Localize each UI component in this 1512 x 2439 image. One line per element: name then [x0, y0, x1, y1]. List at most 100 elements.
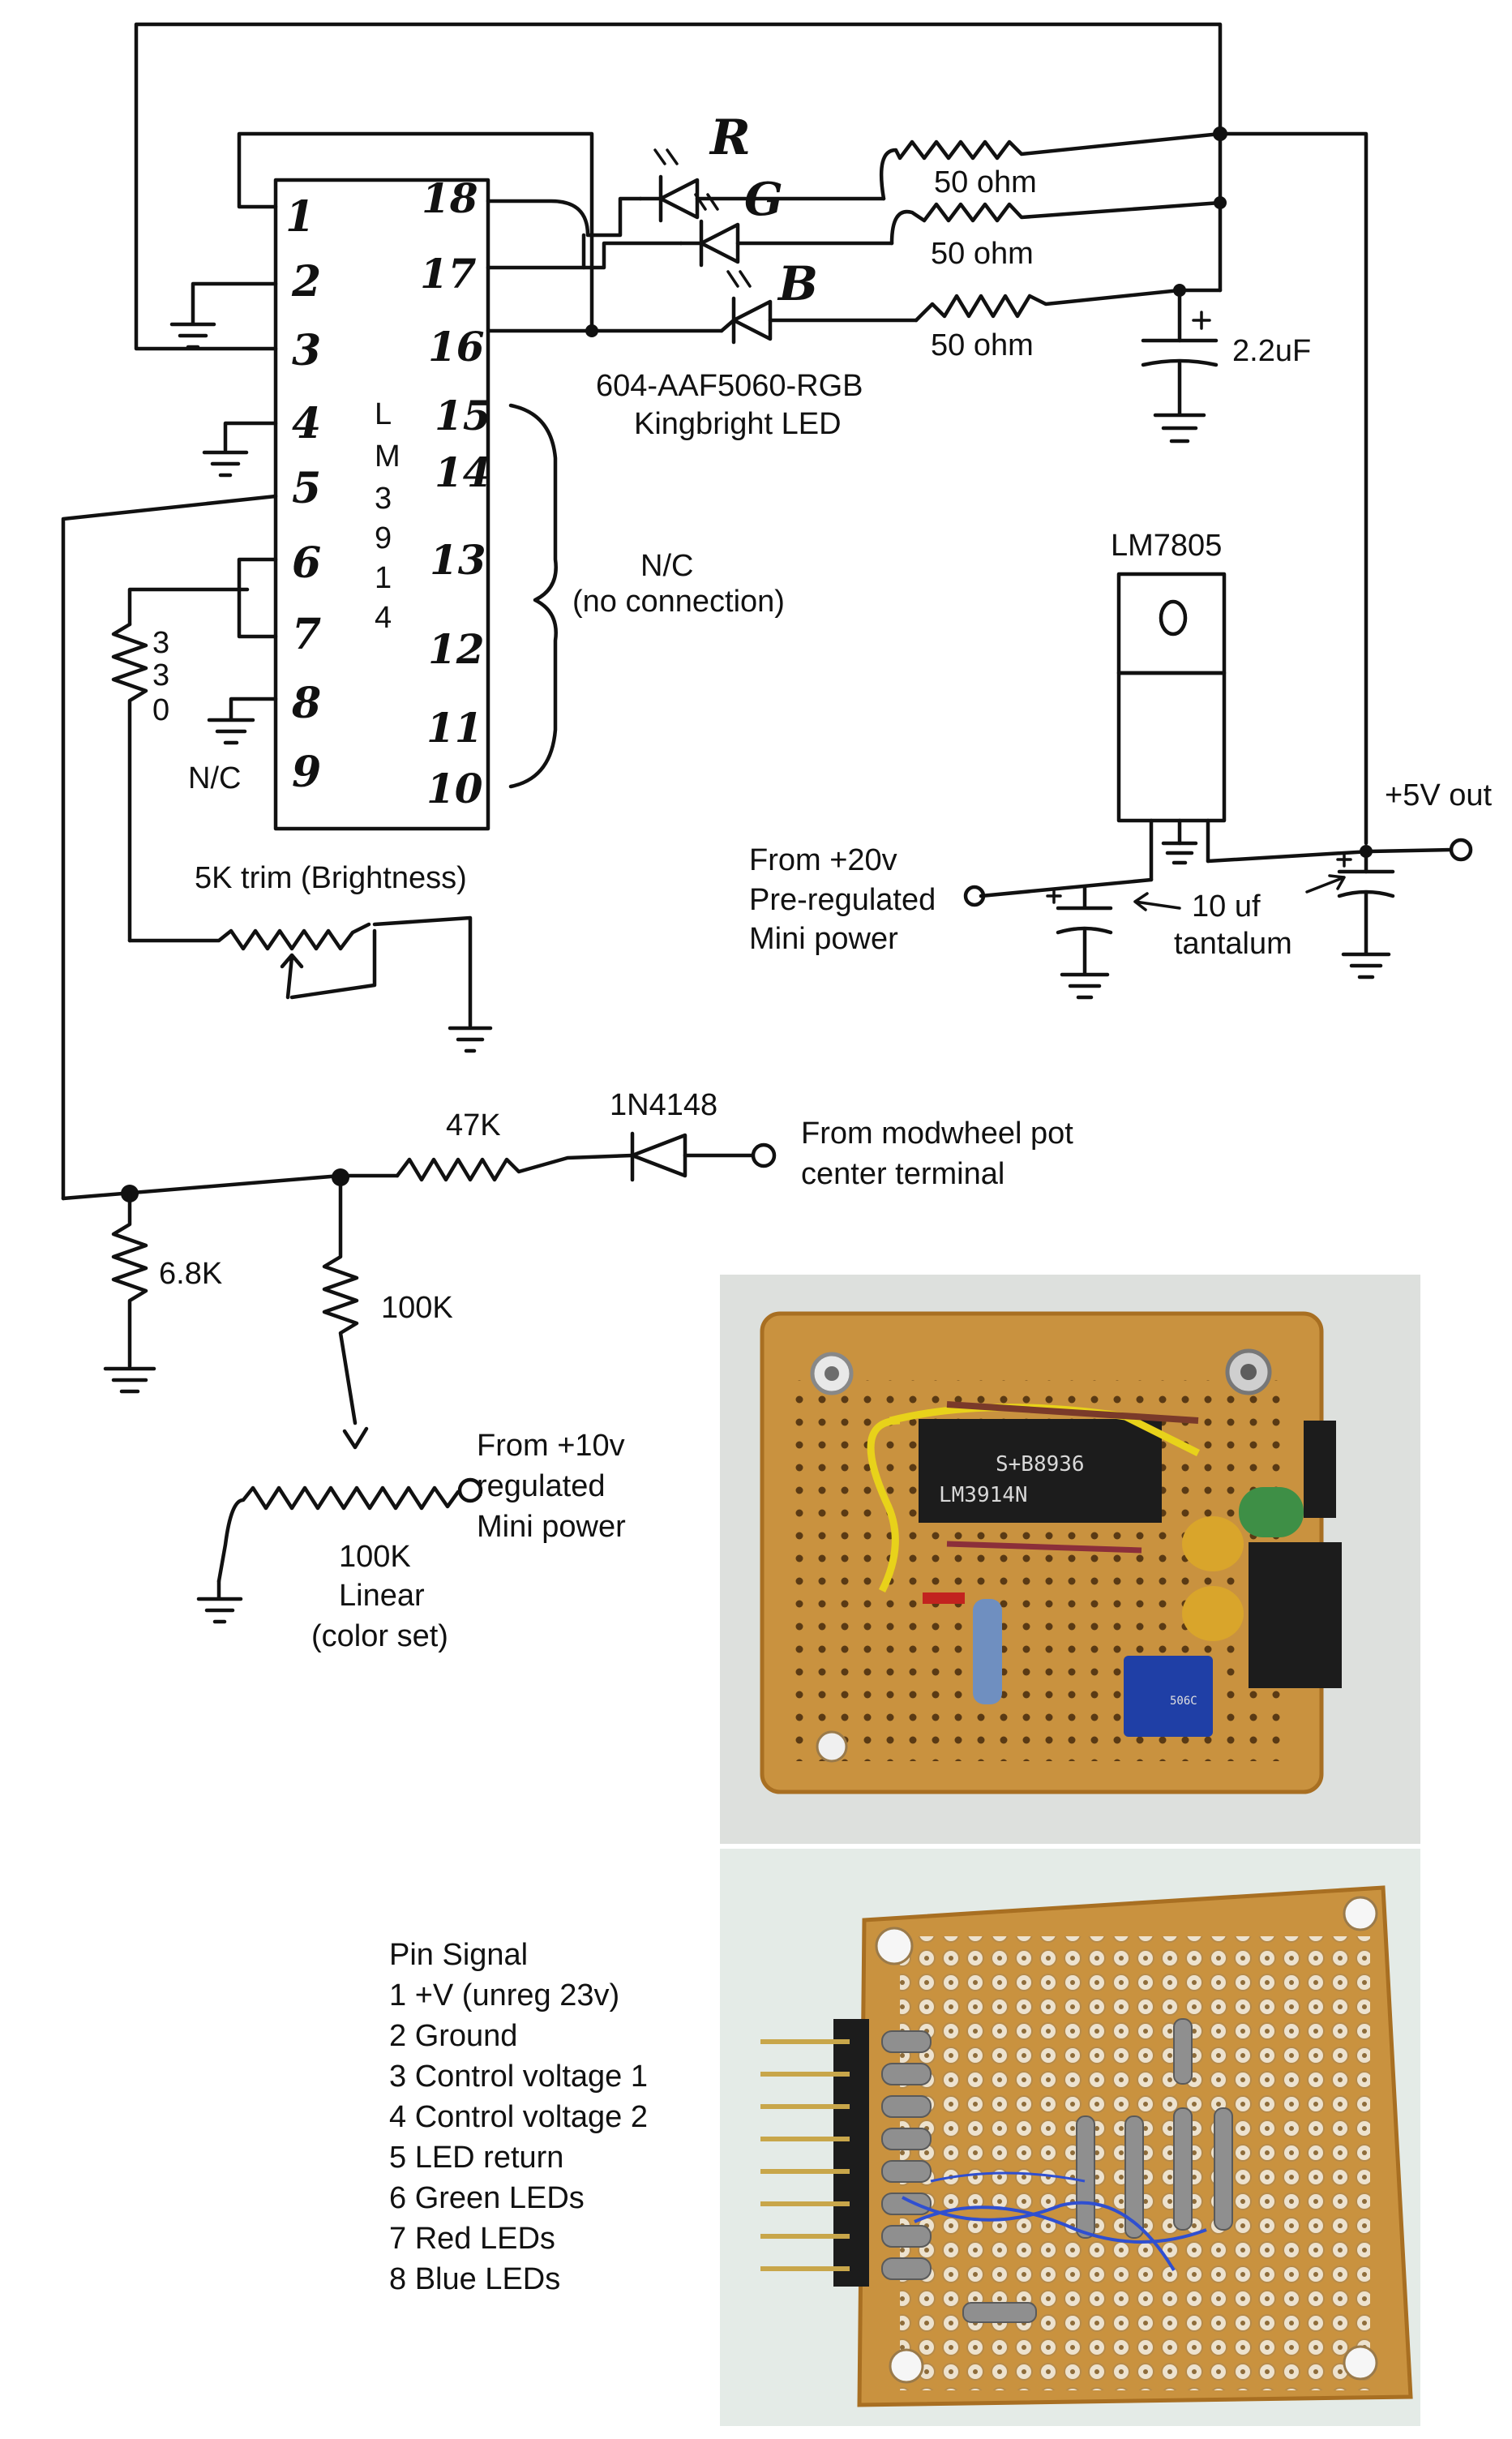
capacitor-yellow: [1182, 1586, 1244, 1641]
pin-number: 13: [430, 536, 486, 584]
pin-number: 15: [435, 392, 491, 439]
resistor-330-digit: 3: [152, 626, 169, 660]
pot-supply-label-line3: Mini power: [477, 1510, 626, 1544]
ic-chip: [919, 1419, 1162, 1523]
nc-bracket-label-line2: (no connection): [572, 585, 785, 619]
wire-pin17-led: [581, 241, 683, 270]
pin-number: 14: [435, 448, 491, 496]
wire-pin3-outer-loop: [134, 22, 1223, 351]
chip-marking-line2: LM3914N: [939, 1483, 1028, 1507]
output-5v-terminal[interactable]: [1449, 838, 1473, 862]
ground-symbol-pin2: [169, 322, 216, 349]
wire-pin6-7-link: [237, 557, 278, 639]
tantalum-arrow-left: [1133, 892, 1181, 911]
mounting-hole: [875, 1927, 914, 1965]
pin-table-row: 3 Control voltage 1: [389, 2060, 648, 2094]
ic-lm3914-body: [273, 178, 490, 831]
pot-100k-label-line2: (color set): [311, 1619, 448, 1653]
ic-letter: L: [375, 397, 392, 431]
ic-label: L M 3 9 1 4: [375, 397, 400, 635]
ic-letter: 4: [375, 601, 392, 635]
ground-symbol-pot: [196, 1579, 243, 1624]
modwheel-input-terminal[interactable]: [751, 1142, 777, 1168]
mounting-nut-center: [1240, 1364, 1257, 1380]
pin-table-row: 7 Red LEDs: [389, 2222, 555, 2256]
wire-pin8-ground: [229, 697, 278, 721]
diode-red: [923, 1592, 965, 1604]
capacitor-tantalum-2: [1336, 849, 1395, 979]
wire-pin1-loop: [237, 131, 594, 331]
input-20v-label-line1: From +20v: [749, 843, 897, 877]
wire-brown: [946, 1401, 1199, 1424]
wire-pin17: [486, 233, 586, 270]
wire-blue: [930, 2171, 1086, 2183]
resistor-47k: [395, 1153, 635, 1182]
pin-number: 8: [291, 679, 321, 728]
pin-table-row: 1 +V (unreg 23v): [389, 1978, 620, 2012]
resistor-50ohm-3-label: 50 ohm: [931, 328, 1034, 362]
pin-table-row: 6 Green LEDs: [389, 2181, 585, 2215]
pin9-nc-label: N/C: [188, 761, 241, 795]
pin-table-row: 8 Blue LEDs: [389, 2262, 561, 2296]
wire-5v-output: [1206, 847, 1454, 864]
ic-letter: 3: [375, 482, 392, 516]
capacitor-tantalum-1: [1046, 885, 1113, 1000]
ic-right-pin-numbers: 18 17 16 15 14 13 12 11 10: [420, 174, 491, 812]
trimmer-blue: [1124, 1656, 1213, 1737]
pot-100k-linear: [216, 1485, 460, 1584]
ic-left-pin-numbers: 1 2 3 4 5 6 7 8 9: [285, 192, 321, 797]
ic-letter: M: [375, 439, 400, 474]
resistor-330-digit: 0: [152, 693, 169, 727]
mounting-hole: [1343, 2345, 1378, 2381]
tantalum-label-line1: 10 uf: [1192, 889, 1261, 924]
pot-supply-label-line1: From +10v: [477, 1429, 625, 1463]
resistor-50ohm-1-label: 50 ohm: [934, 165, 1037, 199]
resistor-50ohm-3: [914, 288, 1223, 323]
pot-100k-label-line1: Linear: [339, 1579, 425, 1613]
pcb-solder-side-render: [760, 1885, 1413, 2407]
led-red-mark: R: [709, 109, 751, 166]
pin-table-row: 4 Control voltage 2: [389, 2100, 648, 2134]
led-red: R: [638, 109, 886, 223]
pin-number: 18: [422, 174, 478, 222]
led-green: G: [679, 173, 894, 268]
wire-pin5-left-rail: [61, 494, 278, 1201]
pcb-photo-solder-side: [720, 1849, 1420, 2426]
resistor-6-8k-label: 6.8K: [159, 1257, 222, 1291]
wire-pin18: [486, 196, 643, 238]
pin-number: 16: [428, 323, 485, 371]
pot-10v-terminal[interactable]: [457, 1477, 483, 1503]
led-blue-mark: B: [777, 256, 818, 311]
pin-number: 4: [292, 399, 321, 448]
pin-number: 11: [426, 704, 483, 752]
pin-number: 7: [292, 610, 321, 659]
modwheel-label-line1: From modwheel pot: [801, 1117, 1073, 1151]
pin-number: 9: [292, 748, 321, 797]
resistor-330-label: 3 3 0: [152, 626, 169, 727]
resistor-330-digit: 3: [152, 658, 169, 692]
resistor-47k-label: 47K: [446, 1108, 501, 1142]
pot-supply-label-line2: regulated: [477, 1469, 605, 1503]
mounting-hole: [889, 2348, 924, 2384]
pin-number: 17: [420, 250, 477, 298]
pin-number: 3: [292, 326, 321, 375]
ground-symbol-pin4: [202, 450, 249, 478]
output-5v-label: +5V out: [1385, 778, 1492, 812]
capacitor-electrolytic: [1239, 1487, 1304, 1537]
mounting-hole-center: [825, 1366, 839, 1381]
input-20v-label-line3: Mini power: [749, 922, 898, 956]
input-20v-terminal[interactable]: [963, 885, 986, 907]
pin-table-row: 2 Ground: [389, 2019, 518, 2053]
chip-marking-line1: S+B8936: [996, 1452, 1085, 1477]
pin-number: 12: [428, 625, 485, 673]
resistor-50ohm-2: [889, 200, 1223, 246]
led-green-mark: G: [744, 173, 783, 226]
ic-letter: 1: [375, 561, 392, 595]
wire-yellow: [867, 1417, 901, 1593]
capacitor-2-2uf-label: 2.2uF: [1232, 334, 1311, 368]
pin-signal-table: Pin Signal 1 +V (unreg 23v) 2 Ground 3 C…: [389, 1935, 648, 2300]
resistor-100k: [322, 1175, 359, 1425]
modwheel-label-line2: center terminal: [801, 1157, 1004, 1191]
led-part-number: 604-AAF5060-RGB: [596, 369, 863, 403]
led-blue: B: [719, 256, 919, 345]
